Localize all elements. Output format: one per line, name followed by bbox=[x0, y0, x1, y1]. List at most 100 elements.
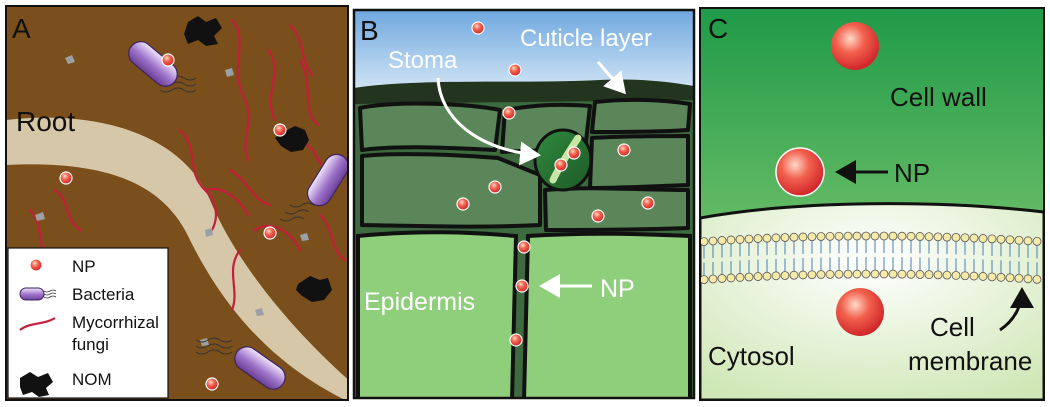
lipid-head bbox=[1032, 274, 1042, 284]
epidermis-label: Epidermis bbox=[364, 288, 475, 316]
lipid-head bbox=[987, 234, 997, 244]
lipid-head bbox=[726, 235, 736, 245]
lipid-head bbox=[825, 231, 835, 241]
lipid-head bbox=[915, 232, 925, 241]
cell-wall-label: Cell wall bbox=[890, 82, 987, 112]
lipid-head bbox=[933, 270, 943, 280]
legend: NP Bacteria Mycorrhizal fungi NOM bbox=[7, 247, 169, 399]
lipid-head bbox=[717, 236, 727, 245]
root-shape bbox=[6, 117, 348, 400]
lipid-head bbox=[861, 231, 871, 241]
np-label-c: NP bbox=[894, 158, 930, 188]
lipid-head bbox=[753, 234, 763, 243]
lipid-head bbox=[1005, 235, 1015, 245]
np-icon bbox=[29, 258, 43, 272]
legend-fungi-label-2: fungi bbox=[72, 335, 109, 354]
stoma-label: Stoma bbox=[388, 47, 458, 74]
lipid-head bbox=[978, 234, 988, 243]
lipid-head bbox=[897, 269, 907, 279]
lipid-head bbox=[834, 269, 844, 279]
lipid-head bbox=[798, 270, 808, 280]
lipid-head bbox=[996, 272, 1006, 282]
lipid-head bbox=[942, 270, 952, 280]
lipid-head bbox=[708, 236, 718, 246]
panel-b-letter: B bbox=[360, 15, 379, 46]
lipid-head bbox=[1023, 274, 1033, 284]
cuticle-label: Cuticle layer bbox=[520, 25, 652, 52]
nanoparticles-c bbox=[775, 22, 884, 336]
cuticle-arrow bbox=[596, 61, 626, 95]
lipid-head bbox=[816, 270, 826, 279]
np-label-b: NP bbox=[600, 275, 635, 303]
membrane-label-2: membrane bbox=[908, 346, 1032, 376]
panel-b: B Stoma Cuticle layer Epidermis NP bbox=[352, 8, 696, 400]
lipid-head bbox=[987, 272, 997, 282]
lipid-head bbox=[1005, 273, 1015, 283]
lipid-head bbox=[924, 270, 934, 280]
lipid-head bbox=[1014, 273, 1024, 283]
bacteria-icon bbox=[19, 287, 57, 301]
lipid-head bbox=[708, 274, 718, 284]
lipid-head bbox=[717, 274, 727, 283]
lipid-head bbox=[861, 269, 871, 279]
legend-bacteria-label: Bacteria bbox=[72, 285, 135, 304]
legend-nom-label: NOM bbox=[72, 370, 112, 389]
lipid-head bbox=[960, 271, 970, 281]
root-label: Root bbox=[16, 106, 75, 137]
lipid-head bbox=[906, 231, 916, 241]
lipid-head bbox=[807, 232, 817, 242]
lipid-head bbox=[771, 233, 781, 243]
membrane-arrow bbox=[999, 287, 1034, 332]
lipid-head bbox=[960, 233, 970, 243]
cytosol-label: Cytosol bbox=[708, 341, 795, 371]
lipid-head bbox=[1023, 236, 1033, 246]
lipid-head bbox=[924, 232, 934, 242]
lipid-head bbox=[762, 233, 772, 243]
lipid-head bbox=[762, 271, 772, 281]
lipid-head bbox=[753, 272, 763, 281]
soil-debris bbox=[35, 55, 309, 346]
lipid-head bbox=[969, 271, 979, 281]
legend-np-label: NP bbox=[72, 257, 96, 276]
lipid-head bbox=[978, 272, 988, 281]
lipid-head bbox=[942, 232, 952, 242]
bacteria-3 bbox=[195, 337, 286, 390]
bacteria-2 bbox=[279, 153, 348, 222]
lipid-head bbox=[789, 270, 799, 280]
lipid-head bbox=[888, 269, 898, 279]
panel-a-letter: A bbox=[12, 13, 31, 44]
lipid-head bbox=[951, 232, 961, 242]
nom-icon bbox=[20, 372, 53, 397]
panel-c: C Cell wall NP Cytosol Cell membrane bbox=[699, 7, 1045, 401]
sky-background bbox=[354, 10, 694, 88]
lipid-head bbox=[879, 231, 889, 241]
membrane-label-1: Cell bbox=[930, 312, 975, 342]
cell-membrane bbox=[700, 231, 1042, 284]
lipid-head bbox=[807, 270, 817, 280]
leaf-surface-cells bbox=[358, 97, 692, 232]
lipid-head bbox=[726, 273, 736, 283]
lipid-head bbox=[852, 269, 862, 279]
lipid-head bbox=[780, 233, 790, 242]
lipid-head bbox=[834, 231, 844, 241]
lipid-head bbox=[780, 271, 790, 280]
lipid-head bbox=[1032, 236, 1042, 246]
nanoparticles-b bbox=[456, 21, 655, 347]
bacteria-1 bbox=[128, 41, 197, 93]
legend-fungi-label-1: Mycorrhizal bbox=[72, 313, 159, 332]
lipid-head bbox=[744, 234, 754, 244]
lipid-head bbox=[852, 231, 862, 241]
panel-c-letter: C bbox=[708, 13, 728, 44]
panel-a: A Root NP Bacteria Mycorrhizal fungi NOM bbox=[5, 5, 349, 401]
lipid-head bbox=[798, 232, 808, 242]
lipid-head bbox=[897, 231, 907, 241]
lipid-head bbox=[825, 269, 835, 279]
epidermis-cell-right bbox=[522, 231, 692, 398]
lipid-head bbox=[843, 231, 853, 241]
lipid-head bbox=[735, 273, 745, 282]
lipid-head bbox=[843, 269, 853, 279]
lipid-head bbox=[906, 269, 916, 279]
lipid-head bbox=[789, 232, 799, 242]
epidermis-cell-left bbox=[356, 230, 519, 398]
lipid-head bbox=[933, 232, 943, 242]
